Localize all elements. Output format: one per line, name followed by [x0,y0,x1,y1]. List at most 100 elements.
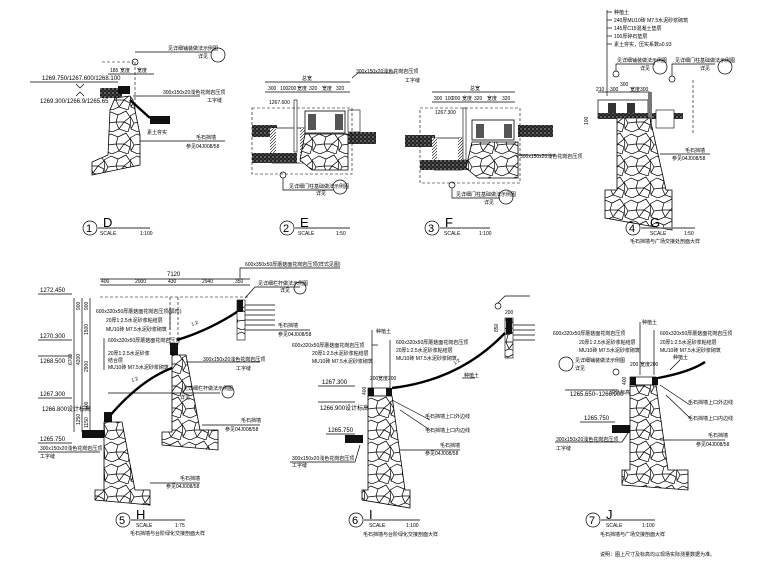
detail-reference-icon [558,356,574,372]
note-text: 详见 [180,394,190,401]
elevation-label: 1266.800设计标高 [42,405,91,413]
footing [150,116,170,124]
dimension-text: 2000 [135,279,146,285]
dimension-text: 2940 [202,279,213,285]
note-text: 毛石挡墙上口外边线 [425,413,470,420]
layer-text: 100厚碎石垫层 [614,33,647,40]
dimension-text: 总宽 [470,85,480,92]
footing [612,425,630,433]
note-text: 见详细铺装做法示例图 [575,357,625,364]
note-text: 300x150x20浅色花岗岩压顶 [520,153,582,160]
scale-label: SCALE [136,523,153,529]
elevation-label: 1265.750 [584,416,610,422]
scale-value: 1:100 [406,523,419,529]
dimension-text: 320 [502,96,511,102]
layer-text: MU10砖 M7.5水泥砂浆砌筑 [660,347,721,354]
note-text: 参见04J008/58 [166,483,200,490]
note-text: 详见 [316,190,326,197]
layer-text: 600x320x50厚蘑菇面花岗岩压顶 [553,330,625,337]
section-letter: I [369,507,373,522]
note-text: 工字缝 [207,97,222,104]
reference-point-icon [494,302,502,310]
note-text: 参见04J008/58 [425,450,459,457]
section-6-detail: 种植土 600x320x50厚蘑菇面花岗岩压顶 20厚1:2.5水泥砂浆粘结层 … [290,295,535,538]
elevation-label: 1267.300 [435,110,456,116]
slope-curve [657,360,706,380]
footing [82,430,104,438]
note-text: 见详细铺装做法示例图 [168,45,218,52]
note-text: 毛石挡墙上口内边线 [688,415,733,422]
note-text: 300x150x20浅色花岗岩压顶 [556,436,618,443]
section-number-circle [585,512,601,528]
reference-point-icon [668,75,676,83]
dimension-text: 300 [610,87,619,93]
reference-point-icon [131,58,139,66]
note-text: 详见 [198,53,208,60]
elevation-label: 1265.750 [328,428,354,434]
elevation-label: 1267.300 [40,392,66,398]
note-text: 毛石挡墙上口外边线 [688,399,733,406]
dimension-text: 850 [494,323,500,332]
gate-post-footing [655,109,675,129]
dimension-text: 210 [596,87,605,93]
note-text: 300x150x20浅色花岗岩压顶 [292,455,354,462]
note-text: 工字缝 [556,445,571,452]
section-4-detail: 种植土 240厚MU10砖 M7.5水泥砂浆砌筑 145厚C15混凝土垫层 10… [584,9,735,245]
note-text: 详见 [575,365,585,372]
dimension-text: 200 [505,310,514,316]
dimension-text: 320 [309,86,318,92]
post [462,107,467,161]
note-text: 毛石挡墙 [685,147,705,154]
note-text: 见详细门柱基础做法示例图 [675,57,735,64]
dimension-text: 200 [452,96,461,102]
section-number: 2 [283,223,289,235]
dimension-text: 300 [268,86,277,92]
dimension-text: 300 [620,82,629,88]
section-number-circle [348,512,364,528]
rubble-retaining-wall [604,117,673,231]
dimension-text: 200 [288,86,297,92]
note-text: 详见 [280,287,290,294]
note-text: 见详细铺装做法示例图 [617,57,667,64]
section-number-circle [625,220,641,236]
dimension-text: 2900 [84,361,90,372]
footing [345,435,363,443]
elevation-label: 1267.600 [269,100,290,106]
section-caption: 毛石挡墙与广场交接剖面大样 [600,531,665,538]
slope-ratio: 1:2 [453,358,462,367]
section-letter: E [300,215,309,230]
note-text: 毛石挡墙 [241,417,261,424]
detail-reference-icon [652,59,668,75]
dimension-text: 430 [168,279,177,285]
dimension-text: 200 [630,362,639,368]
dimension-text: 宽度 [137,67,147,74]
section-3-detail: 总宽 300 100 200 宽度 320 宽度 320 1267.300 30… [405,77,582,237]
note-text: 见详细门柱基础做法示例图 [456,191,516,198]
dimension-text: 900 [84,301,90,310]
dimension-text: 400 [622,376,628,385]
elevation-label: 1267.300 [322,380,348,386]
note-text: 见详细门柱基础做法示例图 [289,183,349,190]
paving-layer [598,113,683,119]
rubble-retaining-wall [621,384,689,491]
scale-label: SCALE [100,231,117,237]
dimension-text: 1250 [76,414,82,425]
dimension-text: 100 [584,116,590,125]
dimension-text: 350 [235,279,244,285]
dimension-text: 320 [474,96,483,102]
elevation-label: 1268.500 [40,359,66,365]
section-2-detail: 总宽 300 100 200 宽度 320 宽度 320 1267.600 30… [251,68,418,237]
dimension-text: 宽度 [120,67,130,74]
dimension-text: 300 [434,96,443,102]
dimension-text: 100 [445,96,454,102]
scale-label: SCALE [298,231,315,237]
elevation-label: 1265.650~1266.900 [570,392,624,398]
elevation-label: 1272.450 [40,288,66,294]
note-text: 300x150x20浅色花岗岩压顶 [163,89,225,96]
layer-text: 20厚1:2.5水泥砂浆粘结层 [579,339,636,346]
layer-text: MU10砖 M7.5水泥砂浆砌筑 [106,326,167,333]
note-text: 种植土 [642,319,657,326]
section-number: 1 [86,223,92,235]
section-7-detail: 种植土 600x320x50厚蘑菇面花岗岩压顶 20厚1:2.5水泥砂浆粘结层 … [553,319,733,558]
scale-label: SCALE [650,231,667,237]
